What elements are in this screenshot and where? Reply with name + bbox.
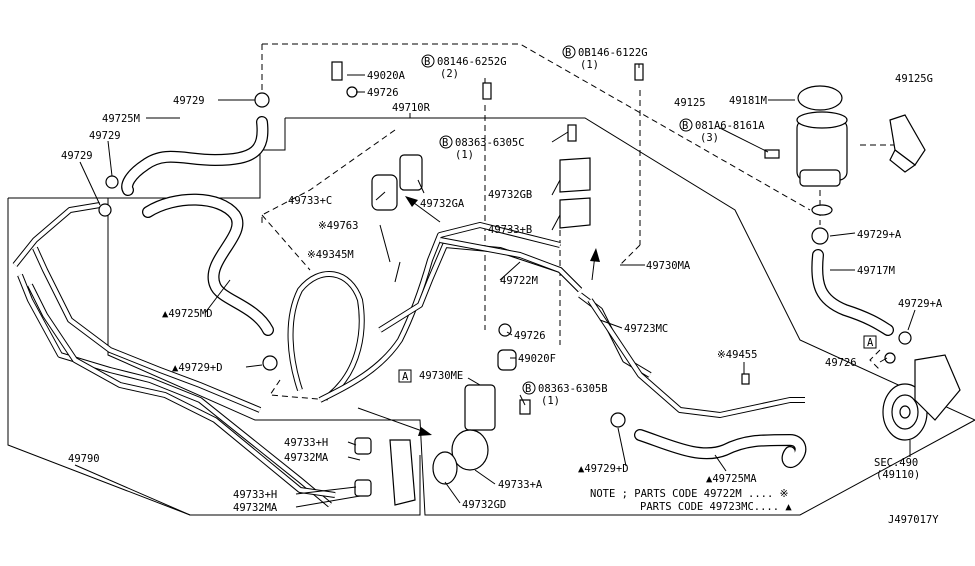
- label-sec490: SEC.490: [874, 457, 918, 469]
- label-49732MA-1: 49732MA: [284, 452, 329, 464]
- label-49729-a: 49729: [89, 130, 121, 142]
- label-49722M: 49722M: [500, 275, 538, 287]
- bolt-b-label: B: [442, 137, 448, 149]
- bracket-49125G: [889, 114, 926, 173]
- label-08146-6252G: 08146-6252G: [437, 56, 507, 68]
- ref-a-label: A: [402, 371, 409, 383]
- label-49732MA-2: 49732MA: [233, 502, 278, 514]
- grommets: [371, 154, 591, 485]
- label-08363-6305C-qty: (1): [455, 149, 474, 161]
- label-49717M: 49717M: [857, 265, 895, 277]
- hose-49725MA: [634, 429, 807, 468]
- reservoir-49181M: [796, 85, 848, 216]
- label-49725MD: ▲49725MD: [162, 308, 213, 320]
- label-49020F: 49020F: [518, 353, 556, 365]
- label-49730MA: 49730MA: [646, 260, 691, 272]
- note-line-1: NOTE ; PARTS CODE 49722M .... ※: [590, 488, 789, 500]
- clamps: [98, 86, 912, 428]
- bolt-b-label: B: [682, 120, 688, 132]
- hose-49717M: [811, 249, 894, 336]
- label-49455: ※49455: [717, 349, 757, 361]
- label-49732GA: 49732GA: [420, 198, 465, 210]
- label-08363-6305C: 08363-6305C: [455, 137, 525, 149]
- label-081A6-8161A: 081A6-8161A: [695, 120, 765, 132]
- label-49729-top: 49729: [173, 95, 205, 107]
- bolt-b-symbols: B B B B B: [421, 45, 693, 395]
- label-081A6-qty: (3): [700, 132, 719, 144]
- label-49125G: 49125G: [895, 73, 933, 85]
- label-49733A: 49733+A: [498, 479, 543, 491]
- label-08146-6122G-qty: (1): [580, 59, 599, 71]
- bolts: [331, 61, 780, 415]
- label-49790: 49790: [68, 453, 100, 465]
- label-08146-6122G: 0B146-6122G: [578, 47, 648, 59]
- label-49726-top: 49726: [367, 87, 399, 99]
- label-49763: ※49763: [318, 220, 358, 232]
- label-08363-6305B: 08363-6305B: [538, 383, 608, 395]
- label-49726-mid: 49726: [514, 330, 546, 342]
- label-08363-6305B-qty: (1): [541, 395, 560, 407]
- label-49730ME: 49730ME: [419, 370, 463, 382]
- arrows: [357, 196, 600, 436]
- label-49345M: ※49345M: [307, 249, 354, 261]
- label-49125: 49125: [674, 97, 706, 109]
- note-line-2: PARTS CODE 49723MC.... ▲: [640, 501, 792, 513]
- ref-a-box: A A: [398, 335, 877, 383]
- label-49729D-2: ▲49729+D: [578, 463, 629, 475]
- label-49729A-2: 49729+A: [898, 298, 943, 310]
- diagram-code: J497017Y: [888, 514, 939, 526]
- pipe-49723MC: [578, 292, 805, 418]
- label-49733B: 49733+B: [488, 224, 532, 236]
- label-49733C: 49733+C: [288, 195, 332, 207]
- brackets-lower: [354, 437, 416, 506]
- leader-lines: [74, 64, 916, 516]
- label-49725MA: ▲49725MA: [706, 473, 757, 485]
- label-sec490-sub: (49110): [876, 469, 920, 481]
- label-49729A-1: 49729+A: [857, 229, 902, 241]
- label-49732GD: 49732GD: [462, 499, 506, 511]
- label-49725M: 49725M: [102, 113, 140, 125]
- label-49733H-2: 49733+H: [233, 489, 277, 501]
- label-08146-6252G-qty: (2): [440, 68, 459, 80]
- label-49723MC: 49723MC: [624, 323, 668, 335]
- part-labels: 49729 49725M 49729 49729 49020A 49726 49…: [61, 47, 943, 514]
- label-49020A: 49020A: [367, 70, 406, 82]
- ref-a-label: A: [867, 337, 874, 349]
- label-49726-right: 49726: [825, 357, 857, 369]
- label-49733H-1: 49733+H: [284, 437, 328, 449]
- pump-sec490: [882, 354, 961, 441]
- label-49729D-1: ▲49729+D: [172, 362, 223, 374]
- label-49181M: 49181M: [729, 95, 767, 107]
- bolt-b-label: B: [525, 383, 531, 395]
- bolt-b-label: B: [565, 47, 571, 59]
- pipes-49790: [12, 202, 336, 508]
- parts-code-note: NOTE ; PARTS CODE 49722M .... ※ PARTS CO…: [590, 488, 792, 513]
- label-49732GB: 49732GB: [488, 189, 532, 201]
- label-49710R: 49710R: [392, 102, 431, 114]
- pipe-49722M: [439, 237, 583, 293]
- bolt-b-label: B: [424, 56, 430, 68]
- hose-49725M: [121, 116, 269, 196]
- hose-49725MD: [142, 193, 274, 336]
- label-49729-b: 49729: [61, 150, 93, 162]
